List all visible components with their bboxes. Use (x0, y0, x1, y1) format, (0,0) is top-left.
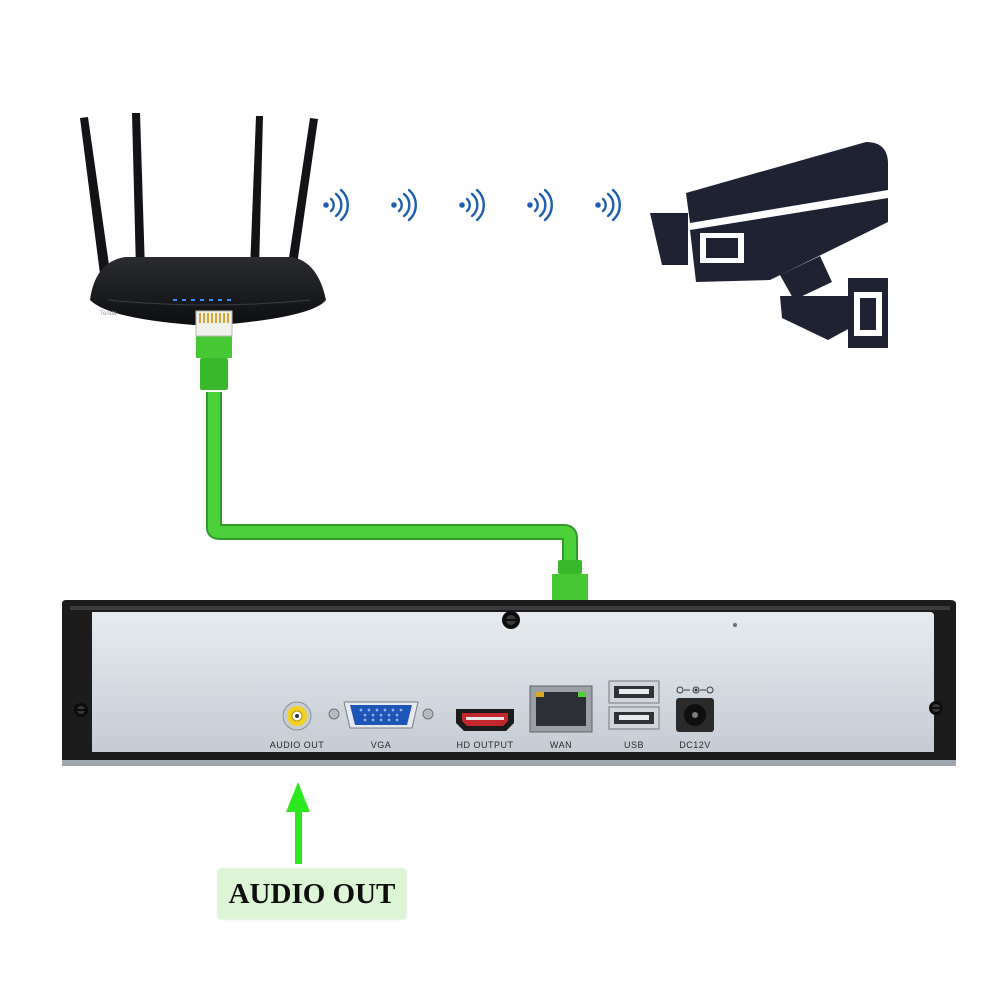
router-brand-text: Tenda (100, 311, 117, 317)
wifi-signal-icon (527, 188, 553, 222)
vga-port[interactable] (328, 701, 434, 729)
wan-port[interactable] (529, 685, 593, 733)
up-arrow-icon (286, 782, 310, 864)
port-label-hd-output: HD OUTPUT (456, 740, 514, 750)
audio-out-port[interactable] (282, 701, 312, 731)
wifi-signal-icon (323, 188, 349, 222)
wifi-signal-icon (459, 188, 485, 222)
router-antenna (132, 113, 145, 270)
security-camera-icon (650, 142, 888, 348)
port-label-audio-out: AUDIO OUT (269, 740, 325, 750)
router-antenna (287, 118, 318, 272)
screw-icon (502, 611, 520, 629)
usb-port[interactable] (608, 706, 660, 730)
wifi-signal-icon (391, 188, 417, 222)
usb-port[interactable] (608, 680, 660, 704)
nvr-recorder (62, 600, 956, 766)
rj45-plug-router (195, 310, 233, 390)
audio-out-callout: AUDIO OUT (218, 869, 406, 919)
router-body (90, 257, 326, 326)
router-antenna (250, 116, 263, 270)
router-leds (173, 299, 231, 301)
screw-icon (929, 701, 943, 715)
port-label-wan: WAN (549, 740, 573, 750)
screw-icon (74, 703, 88, 717)
callout-label: AUDIO OUT (228, 877, 396, 910)
wifi-signal-icon (595, 188, 621, 222)
port-label-usb: USB (623, 740, 645, 750)
dc12v-port[interactable] (676, 686, 714, 732)
wifi-signals (323, 188, 621, 222)
port-label-dc12v: DC12V (679, 740, 711, 750)
hdmi-port[interactable] (456, 709, 514, 731)
router (80, 113, 326, 326)
router-antenna (80, 117, 110, 274)
port-label-vga: VGA (370, 740, 392, 750)
